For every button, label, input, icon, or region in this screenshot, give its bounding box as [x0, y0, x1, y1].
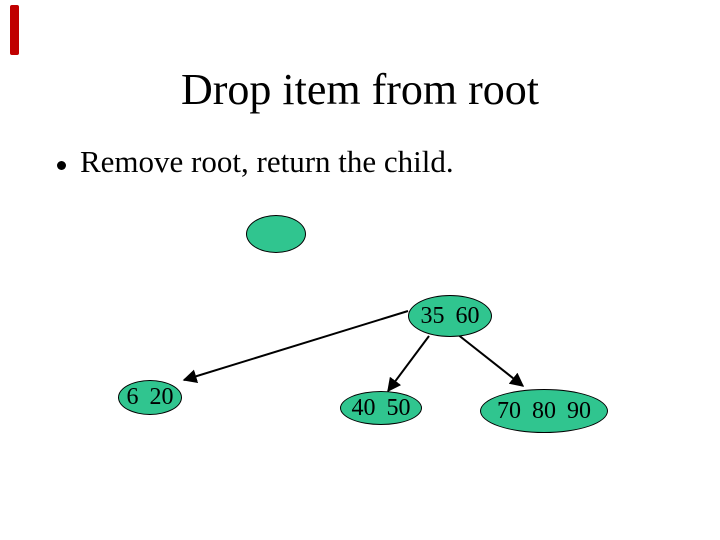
bullet-text: Remove root, return the child. [80, 144, 454, 179]
bullet-dot-icon [57, 161, 66, 170]
node-label: 40 50 [351, 394, 411, 421]
left-child-node: 6 20 [118, 380, 182, 415]
arrow-root-to-left-child [182, 310, 409, 383]
arrow-root-to-middle-child [387, 335, 430, 393]
node-label: 35 60 [420, 302, 480, 329]
node-label: 6 20 [126, 384, 174, 410]
page-title: Drop item from root [180, 65, 540, 114]
detached-child-node [246, 215, 306, 253]
node-label: 70 80 90 [497, 397, 591, 424]
arrow-root-to-right-child [451, 329, 525, 387]
root-node: 35 60 [408, 295, 492, 337]
right-child-node: 70 80 90 [480, 389, 608, 433]
middle-child-node: 40 50 [340, 391, 422, 425]
bookmark-ribbon-icon [10, 5, 19, 55]
